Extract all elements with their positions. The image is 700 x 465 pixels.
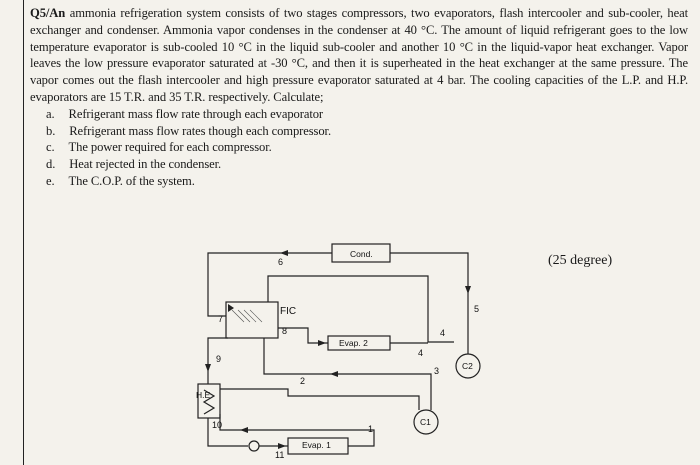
question-text: ammonia refrigeration system consists of… bbox=[30, 6, 688, 104]
condenser-label: Cond. bbox=[350, 249, 373, 259]
line-evap1-out bbox=[219, 414, 375, 447]
item-text: Heat rejected in the condenser. bbox=[69, 157, 222, 172]
arrow-icon bbox=[278, 443, 286, 449]
item-letter: e. bbox=[46, 173, 55, 188]
item-letter: b. bbox=[46, 123, 56, 138]
list-item: e. The C.O.P. of the system. bbox=[46, 173, 688, 190]
evap1-label: Evap. 1 bbox=[302, 440, 331, 450]
point-label-5: 5 bbox=[474, 304, 479, 314]
point-label-10: 10 bbox=[212, 420, 222, 430]
flow-arrows bbox=[205, 250, 471, 449]
item-text: Refrigerant mass flow rates though each … bbox=[69, 123, 331, 138]
point-label-4a: 4 bbox=[440, 328, 445, 338]
item-text: The C.O.P. of the system. bbox=[68, 173, 195, 188]
point-label-1: 1 bbox=[368, 424, 373, 434]
item-text: The power required for each compressor. bbox=[68, 140, 272, 155]
point-label-2: 2 bbox=[300, 376, 305, 386]
arrow-icon bbox=[240, 427, 248, 433]
c2-label: C2 bbox=[462, 361, 473, 371]
point-label-3: 3 bbox=[434, 366, 439, 376]
line-c1-discharge bbox=[263, 338, 432, 410]
question-paragraph: Q5/An ammonia refrigeration system consi… bbox=[30, 5, 688, 106]
arrow-icon bbox=[318, 340, 326, 346]
point-label-11: 11 bbox=[275, 450, 284, 460]
c2-circle bbox=[455, 353, 481, 379]
line-he-to-c1 bbox=[220, 388, 420, 410]
fic-box bbox=[225, 301, 279, 339]
evap2-label: Evap. 2 bbox=[339, 338, 368, 348]
task-list: a. Refrigerant mass flow rate through eac… bbox=[30, 106, 688, 190]
list-item: a. Refrigerant mass flow rate through eac… bbox=[46, 106, 688, 123]
arrow-icon bbox=[205, 364, 211, 372]
marks-label: (25 degree) bbox=[548, 253, 613, 268]
fic-hatch bbox=[231, 309, 263, 323]
arrow-icon bbox=[228, 304, 234, 312]
arrow-icon bbox=[465, 286, 471, 294]
item-letter: c. bbox=[46, 140, 55, 155]
he-label: H.E bbox=[196, 390, 211, 400]
line-cond-out bbox=[207, 252, 332, 317]
point-label-6: 6 bbox=[278, 257, 283, 267]
he-box bbox=[197, 383, 221, 419]
expansion-valve-icon bbox=[248, 440, 260, 452]
problem-statement: Q5/An ammonia refrigeration system consi… bbox=[30, 5, 688, 190]
point-label-4b: 4 bbox=[418, 348, 423, 358]
c1-circle bbox=[413, 409, 439, 435]
line-he-liquid bbox=[207, 418, 248, 447]
item-text: Refrigerant mass flow rate through each … bbox=[68, 106, 324, 121]
refrigeration-cycle-diagram: Cond. FIC Evap. 2 Evap. 1 H.E C2 C1 1 2 … bbox=[196, 243, 481, 460]
point-label-9: 9 bbox=[216, 354, 221, 364]
left-border-line bbox=[23, 0, 24, 465]
list-item: d. Heat rejected in the condenser. bbox=[46, 156, 688, 173]
item-letter: d. bbox=[46, 157, 56, 172]
c1-label: C1 bbox=[420, 417, 431, 427]
line-fic-vapor bbox=[267, 275, 454, 343]
question-number: Q5/An bbox=[30, 6, 66, 20]
he-coil bbox=[202, 389, 216, 415]
list-item: b. Refrigerant mass flow rates though eac… bbox=[46, 123, 688, 140]
point-label-8: 8 bbox=[282, 326, 287, 336]
arrow-icon bbox=[330, 371, 338, 377]
fic-label: FIC bbox=[280, 306, 296, 317]
arrow-icon bbox=[280, 250, 288, 256]
line-cond-in bbox=[390, 252, 469, 354]
list-item: c. The power required for each compressor… bbox=[46, 139, 688, 156]
point-label-7: 7 bbox=[218, 314, 223, 324]
item-letter: a. bbox=[46, 106, 55, 121]
